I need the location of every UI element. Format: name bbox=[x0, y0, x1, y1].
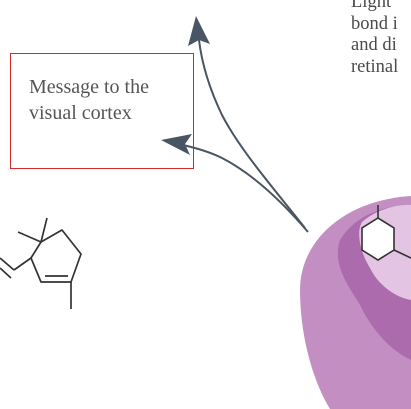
side-chain-bond-2 bbox=[0, 257, 15, 271]
caption-text: Light bond i and di retinal bbox=[351, 0, 411, 78]
retinal-ring-chain bbox=[393, 249, 411, 259]
side-chain-double bbox=[0, 267, 12, 279]
arrow-up-shaft bbox=[198, 39, 306, 229]
message-line-1: Message to the bbox=[29, 76, 149, 98]
retinal-ring bbox=[361, 217, 395, 261]
caption-line-2: bond i bbox=[351, 13, 398, 34]
side-chain-bond-1 bbox=[13, 257, 32, 271]
arrow-to-message-shaft bbox=[182, 144, 309, 233]
retinal-molecule bbox=[0, 217, 82, 309]
caption-line-1: Light bbox=[351, 0, 392, 12]
protein-blob bbox=[300, 196, 411, 409]
caption-line-3: and di bbox=[351, 35, 397, 55]
cyclohexene-ring bbox=[30, 229, 82, 283]
message-line-2: visual cortex bbox=[29, 102, 132, 124]
arrow-up bbox=[188, 16, 306, 229]
gem-methyl-2 bbox=[40, 217, 48, 243]
arrow-to-message-head bbox=[161, 134, 192, 155]
caption-line-4: retinal bbox=[351, 56, 399, 77]
message-box: Message to the visual cortex bbox=[10, 53, 194, 169]
arrow-to-message bbox=[161, 134, 309, 233]
arrow-up-head bbox=[188, 16, 210, 46]
gem-methyl-1 bbox=[17, 231, 42, 243]
